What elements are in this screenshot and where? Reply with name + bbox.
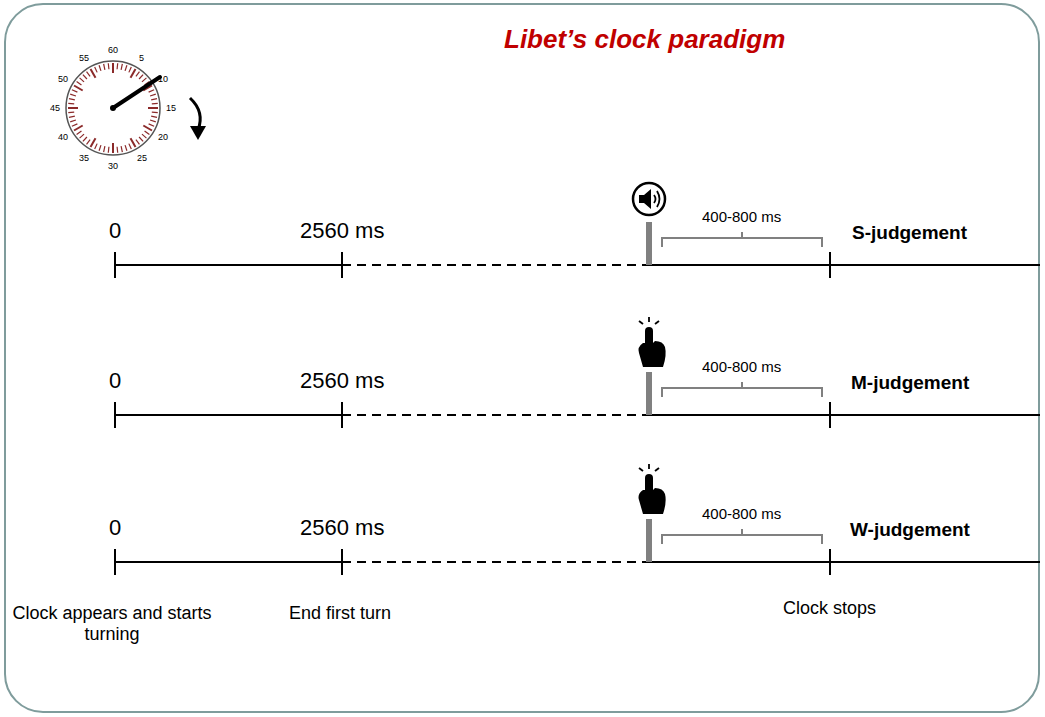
clock-tick (129, 67, 131, 72)
clock-tick (77, 131, 82, 135)
condition-label: M-judgement (851, 372, 969, 394)
clock-tick (68, 111, 74, 113)
clock-tick (149, 90, 154, 92)
clock-tick (91, 138, 96, 147)
clock-tick (121, 146, 122, 152)
rotation-arrow (190, 98, 200, 130)
time-zero: 0 (109, 515, 121, 540)
clock-tick (72, 90, 77, 92)
clock-tick (70, 120, 76, 122)
clock-tick (125, 65, 127, 71)
button-press-icon (639, 317, 666, 367)
clock-tick (83, 75, 87, 79)
time-zero: 0 (109, 368, 121, 393)
panel-border (5, 4, 1039, 712)
clock-tick (149, 124, 154, 126)
interval-label: 400-800 ms (702, 358, 781, 375)
clock-tick (151, 116, 157, 117)
clock-number: 55 (79, 53, 89, 63)
interval-label: 400-800 ms (702, 505, 781, 522)
clock-tick (131, 69, 136, 78)
clock-tick (70, 94, 76, 96)
clock-tick (104, 64, 105, 70)
clock-tick (72, 124, 77, 126)
clock-tick (152, 111, 158, 113)
clock-tick (69, 99, 75, 100)
clock-number: 35 (79, 153, 89, 163)
condition-label: W-judgement (850, 519, 970, 541)
clock-tick (77, 82, 82, 86)
clock-tick (136, 140, 140, 145)
clock-icon (66, 61, 160, 155)
clock-tick (136, 72, 140, 77)
clock-tick (74, 86, 83, 91)
clock-tick (68, 107, 78, 109)
clock-tick (108, 147, 110, 153)
rotation-arrowhead (190, 126, 206, 140)
clock-tick (151, 99, 157, 100)
time-zero: 0 (109, 218, 121, 243)
clock-number: 20 (158, 132, 168, 142)
clock-tick (116, 63, 118, 69)
interval-label: 400-800 ms (702, 208, 781, 225)
button-press-icon (639, 464, 666, 514)
clock-tick (150, 120, 156, 122)
clock-tick (87, 72, 91, 77)
clock-tick (145, 131, 150, 135)
clock-tick (143, 126, 152, 131)
clock-tick (142, 134, 146, 138)
axis-note: Clock stops (783, 598, 876, 619)
clock-tick (68, 103, 74, 105)
clock-tick (139, 137, 143, 141)
clock-tick (87, 140, 91, 145)
clock-tick (80, 78, 84, 82)
clock-tick (131, 138, 136, 147)
clock-tick (116, 147, 118, 153)
time-mark: 2560 ms (300, 218, 384, 243)
clock-number: 40 (58, 132, 68, 142)
clock-tick (95, 67, 97, 72)
clock-tick (142, 78, 146, 82)
clock-tick (83, 137, 87, 141)
clock-number: 25 (137, 153, 147, 163)
sound-icon (633, 183, 665, 215)
clock-tick (74, 126, 83, 131)
timelines (115, 252, 1040, 575)
clock-number: 50 (58, 74, 68, 84)
clock-tick (125, 145, 127, 151)
clock-number: 5 (139, 53, 144, 63)
clock-tick (139, 75, 143, 79)
clock-number: 60 (108, 45, 118, 55)
clock-tick (148, 107, 158, 109)
clock-number: 10 (158, 74, 168, 84)
clock-tick (121, 64, 122, 70)
clock-tick (108, 63, 110, 69)
clock-tick (129, 144, 131, 149)
clock-tick (112, 63, 114, 73)
clock-tick (152, 103, 158, 105)
clock-tick (69, 116, 75, 117)
figure-title: Libet’s clock paradigm (504, 24, 785, 55)
clock-number: 30 (108, 161, 118, 171)
clock-tick (104, 146, 105, 152)
interval-brackets (662, 232, 822, 544)
clock-tick (99, 65, 101, 71)
axis-note: Clock appears and starts turning (12, 603, 212, 644)
clock-tick (112, 143, 114, 153)
clock-number: 45 (50, 103, 60, 113)
clock-tick (95, 144, 97, 149)
clock-number: 15 (166, 103, 176, 113)
axis-note: End first turn (289, 603, 391, 624)
clock-tick (80, 134, 84, 138)
clock-tick (150, 94, 156, 96)
time-mark: 2560 ms (300, 368, 384, 393)
clock-tick (91, 69, 96, 78)
condition-label: S-judgement (852, 222, 967, 244)
clock-tick (99, 145, 101, 151)
time-mark: 2560 ms (300, 515, 384, 540)
